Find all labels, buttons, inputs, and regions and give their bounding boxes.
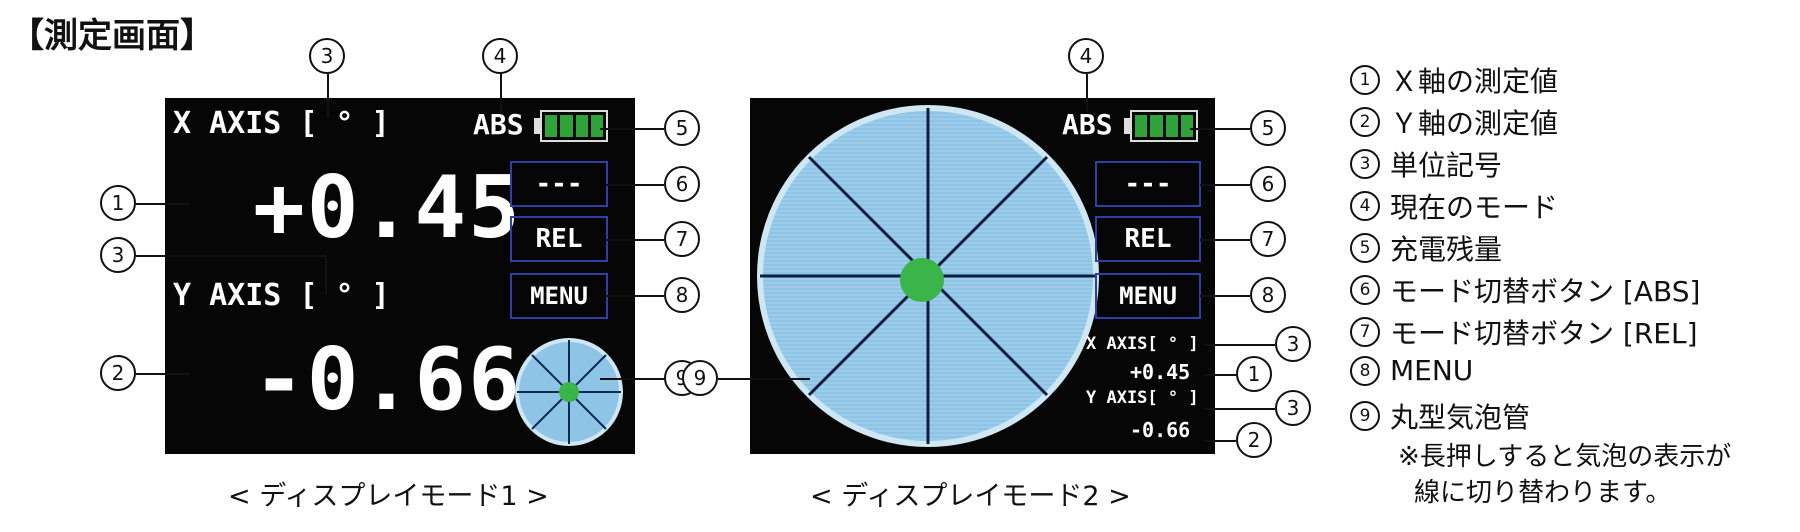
battery-indicator xyxy=(1130,110,1198,142)
callout-4: 4 xyxy=(482,38,518,74)
callout-1: 1 xyxy=(1236,356,1272,392)
callout-9: 9 xyxy=(682,360,718,396)
leader-line xyxy=(136,203,190,205)
long-press-note-line-2: 線に切り替わります。 xyxy=(1414,478,1672,508)
caption-display-mode-1: < ディスプレイモード1 > xyxy=(228,481,549,512)
callout-4: 4 xyxy=(1068,38,1104,74)
callout-3: 3 xyxy=(1275,390,1311,426)
mode-indicator: ABS xyxy=(473,108,524,141)
display-mode-2-screen: ABS --- REL MENU X AXIS[ ° ] +0.45 Y AXI… xyxy=(750,98,1215,454)
callout-5: 5 xyxy=(664,110,700,146)
leader-line xyxy=(136,255,326,257)
leader-line xyxy=(325,255,327,295)
leader-line xyxy=(1200,295,1250,297)
callout-7: 7 xyxy=(664,221,700,257)
bubble-indicator xyxy=(900,258,944,302)
battery-nub xyxy=(1124,118,1130,134)
bubble-vial-large[interactable] xyxy=(754,102,1102,450)
abs-mode-button[interactable]: --- xyxy=(1095,161,1201,207)
leader-line xyxy=(1205,440,1236,442)
callout-3-top: 3 xyxy=(309,38,345,74)
page-title: 【測定画面】 xyxy=(10,16,214,56)
leader-line xyxy=(500,74,502,112)
x-axis-label: X AXIS [ ° ] xyxy=(173,106,390,141)
callout-2: 2 xyxy=(100,355,136,391)
leader-line xyxy=(606,184,664,186)
callout-5: 5 xyxy=(1250,110,1286,146)
x-value: +0.45 xyxy=(253,158,522,258)
leader-line xyxy=(1200,239,1250,241)
mode-indicator: ABS xyxy=(1062,108,1113,141)
leader-line xyxy=(1205,344,1275,346)
caption-display-mode-2: < ディスプレイモード2 > xyxy=(810,481,1131,512)
callout-3: 3 xyxy=(1275,326,1311,362)
callout-8: 8 xyxy=(664,277,700,313)
menu-button[interactable]: MENU xyxy=(510,273,608,319)
leader-line xyxy=(327,74,329,118)
callout-3-mid: 3 xyxy=(100,237,136,273)
callout-7: 7 xyxy=(1250,221,1286,257)
long-press-note-line-1: ※長押しすると気泡の表示が xyxy=(1398,442,1732,472)
leader-line xyxy=(718,378,810,380)
leader-line xyxy=(1205,408,1275,410)
leader-line xyxy=(600,128,664,130)
display-mode-1-screen: X AXIS [ ° ] +0.45 Y AXIS [ ° ] -0.66 AB… xyxy=(165,98,635,454)
leader-line xyxy=(136,373,190,375)
x-axis-label: X AXIS[ ° ] xyxy=(1086,334,1199,354)
battery-nub xyxy=(534,118,540,134)
leader-line xyxy=(600,378,664,380)
callout-2: 2 xyxy=(1236,422,1272,458)
leader-line xyxy=(1200,184,1250,186)
rel-mode-button[interactable]: REL xyxy=(1095,216,1201,262)
bubble-vial-small[interactable] xyxy=(513,336,625,448)
leader-line xyxy=(1205,374,1236,376)
y-value: -0.66 xyxy=(1130,418,1191,442)
bubble-indicator xyxy=(559,382,579,402)
rel-mode-button[interactable]: REL xyxy=(510,216,608,262)
menu-button[interactable]: MENU xyxy=(1095,273,1201,319)
callout-6: 6 xyxy=(1250,166,1286,202)
callout-1: 1 xyxy=(100,185,136,221)
y-axis-label: Y AXIS [ ° ] xyxy=(173,278,390,313)
battery-indicator xyxy=(540,110,608,142)
leader-line xyxy=(606,239,664,241)
y-axis-label: Y AXIS[ ° ] xyxy=(1086,388,1199,408)
leader-line xyxy=(1086,74,1088,112)
abs-mode-button[interactable]: --- xyxy=(510,161,608,207)
leader-line xyxy=(606,295,664,297)
callout-8: 8 xyxy=(1250,277,1286,313)
x-value: +0.45 xyxy=(1130,360,1191,384)
y-value: -0.66 xyxy=(253,330,522,430)
callout-6: 6 xyxy=(664,166,700,202)
leader-line xyxy=(1190,128,1250,130)
